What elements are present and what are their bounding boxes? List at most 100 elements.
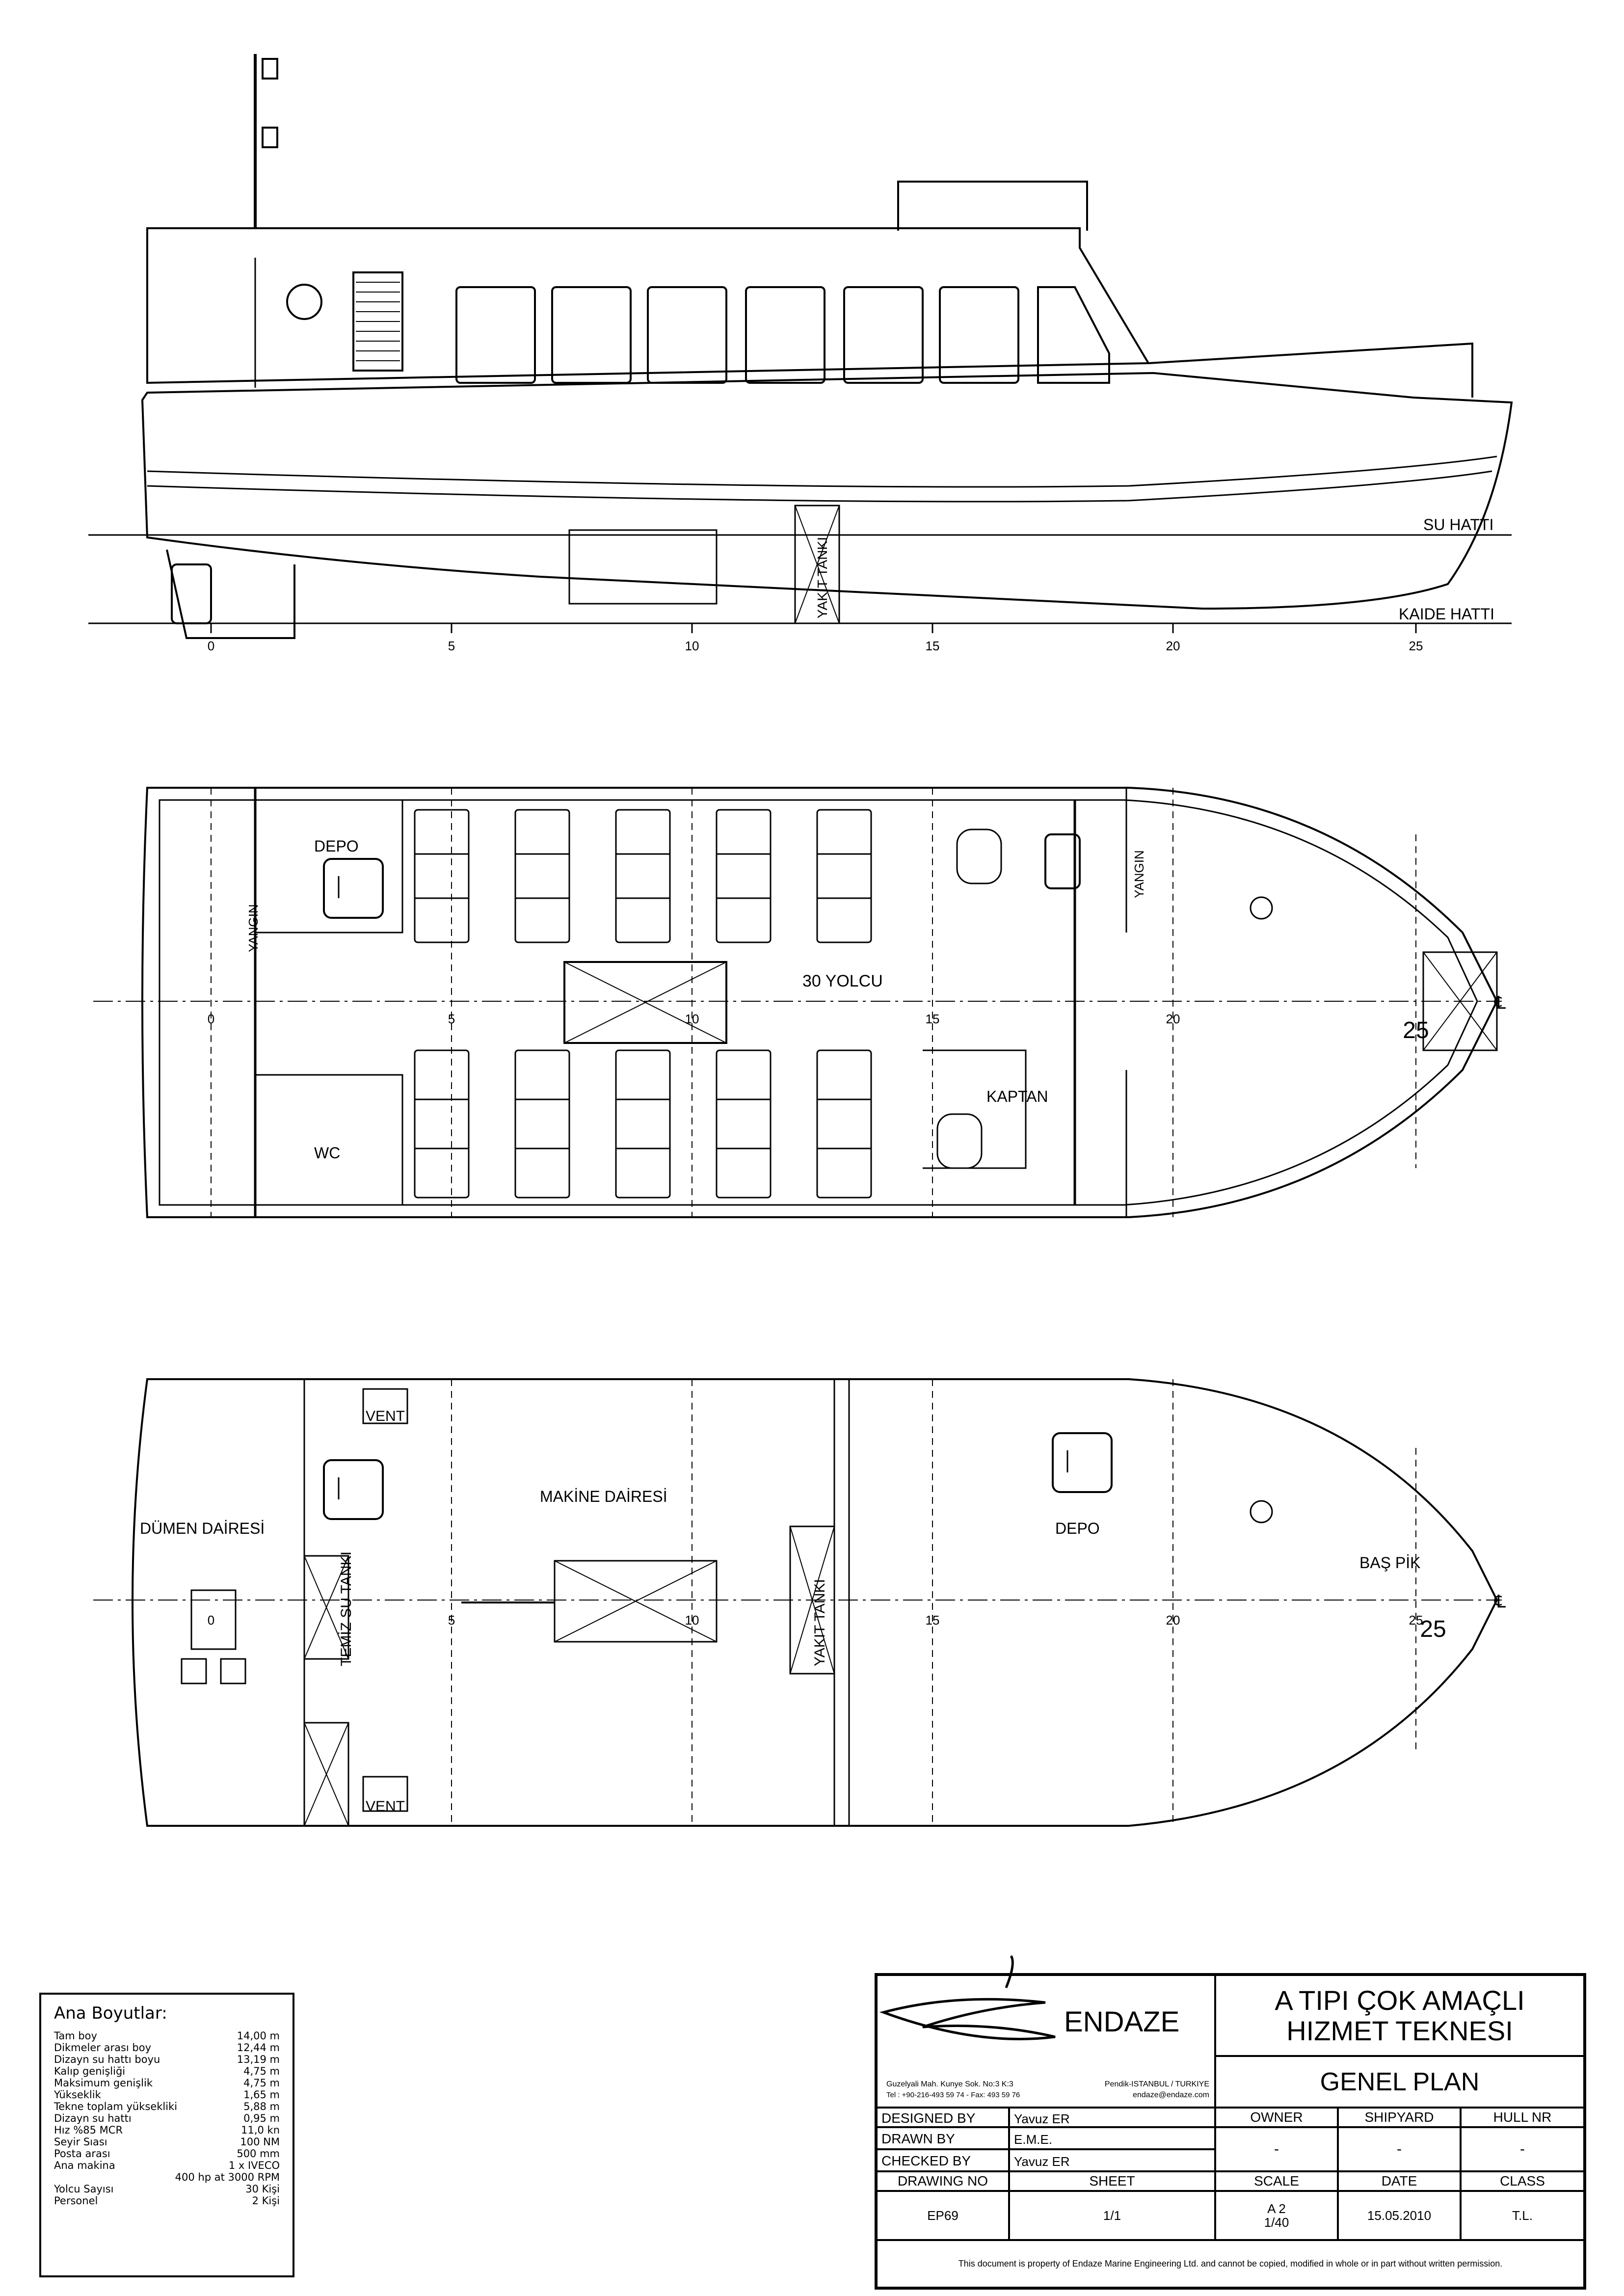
dimension-row: Dikmeler arası boy 12,44 m xyxy=(54,2042,280,2054)
baseline-label: KAIDE HATTI xyxy=(1399,605,1494,623)
hull-profile xyxy=(141,372,1513,610)
lower-station-20: 20 xyxy=(1166,1613,1180,1628)
deckhouse xyxy=(146,227,1150,384)
sheet-value: 1/1 xyxy=(1009,2191,1215,2240)
dimensions-title: Ana Boyutlar: xyxy=(54,2003,167,2023)
dimension-row: 400 hp at 3000 RPM xyxy=(54,2171,280,2183)
scale-line-2: 1/40 xyxy=(1264,2215,1289,2230)
main-station-20: 20 xyxy=(1166,1012,1180,1026)
dimension-value: 100 NM xyxy=(240,2136,280,2148)
main-station-10: 10 xyxy=(685,1012,699,1026)
company-phone: Tel : +90-216-493 59 74 - Fax: 493 59 76 xyxy=(886,2091,1020,2099)
dimension-key: Posta arası xyxy=(54,2148,110,2160)
company-address-2: Pendik-ISTANBUL / TURKIYE xyxy=(1104,2080,1209,2088)
dimension-value: 13,19 m xyxy=(237,2054,280,2065)
main-yangin-aft-label: YANGIN xyxy=(246,904,261,952)
dimension-key: Tekne toplam yüksekliki xyxy=(54,2101,178,2112)
hull-nr-label: HULL NR xyxy=(1461,2108,1584,2127)
dimension-row: Dizayn su hattı boyu 13,19 m xyxy=(54,2054,280,2065)
dimension-value: 2 Kişi xyxy=(252,2195,280,2207)
checked-by-label: CHECKED BY xyxy=(877,2149,1009,2171)
lower-deck-outline xyxy=(132,1378,1498,1827)
date-label: DATE xyxy=(1338,2171,1461,2191)
dimension-row: Dizayn su hattı 0,95 m xyxy=(54,2112,280,2124)
drawing-no-label: DRAWING NO xyxy=(877,2171,1009,2191)
profile-fuel-tank-label: YAKIT TANKI xyxy=(815,537,830,618)
dimension-value: 500 mm xyxy=(237,2148,280,2160)
dimension-key: Seyir Sıası xyxy=(54,2136,107,2148)
profile-station-20: 20 xyxy=(1166,639,1180,653)
drawing-title-cell: A TIPI ÇOK AMAÇLI HIZMET TEKNESI xyxy=(1215,1975,1584,2056)
company-cell: ENDAZE Guzelyali Mah. Kunye Sok. No:3 K:… xyxy=(877,1975,1215,2108)
dimension-key: Maksimum genişlik xyxy=(54,2077,153,2089)
profile-view xyxy=(88,54,1513,639)
main-bow-station: 25 xyxy=(1403,1017,1429,1043)
main-station-15: 15 xyxy=(926,1012,940,1026)
dimension-row: Posta arası 500 mm xyxy=(54,2148,280,2160)
owner-value: - xyxy=(1215,2127,1338,2171)
profile-station-labels: 0 5 10 15 20 25 xyxy=(208,639,1423,653)
main-deck-outline xyxy=(141,787,1498,1218)
dimension-row: Ana makina 1 x IVECO xyxy=(54,2160,280,2171)
hull-nr-value: - xyxy=(1461,2127,1584,2171)
lower-station-5: 5 xyxy=(448,1613,455,1628)
main-wc-label: WC xyxy=(314,1144,340,1162)
endaze-logo xyxy=(879,1955,1056,2040)
main-station-0: 0 xyxy=(208,1012,214,1026)
dimension-key: Dizayn su hattı xyxy=(54,2112,132,2124)
main-yangin-fwd-label: YANGIN xyxy=(1132,850,1146,898)
class-value: T.L. xyxy=(1461,2191,1584,2240)
owner-label: OWNER xyxy=(1215,2108,1338,2127)
lower-bow-station: 25 xyxy=(1420,1616,1446,1642)
main-deck-plan xyxy=(93,787,1502,1218)
waterline-label: SU HATTI xyxy=(1423,516,1493,534)
kaptan-label: KAPTAN xyxy=(986,1088,1048,1105)
dimension-value: 12,44 m xyxy=(237,2042,280,2054)
title-line-2: HIZMET TEKNESI xyxy=(1286,2015,1513,2046)
dimension-value: 4,75 m xyxy=(243,2065,280,2077)
sheet-label: SHEET xyxy=(1009,2171,1215,2191)
dimension-value: 1,65 m xyxy=(243,2089,280,2101)
title-block: ENDAZE Guzelyali Mah. Kunye Sok. No:3 K:… xyxy=(875,1973,1586,2290)
checked-by-value: Yavuz ER xyxy=(1009,2149,1215,2171)
dumen-label: DÜMEN DAİRESİ xyxy=(140,1520,265,1537)
scale-line-1: A 2 xyxy=(1267,2201,1286,2216)
makine-label: MAKİNE DAİRESİ xyxy=(540,1488,667,1505)
dimension-key: Ana makina xyxy=(54,2160,115,2171)
dimension-value: 11,0 kn xyxy=(241,2124,280,2136)
dimension-value: 0,95 m xyxy=(243,2112,280,2124)
drawing-subtitle: GENEL PLAN xyxy=(1215,2056,1584,2108)
lower-station-10: 10 xyxy=(685,1613,699,1628)
drawn-by-label: DRAWN BY xyxy=(877,2127,1009,2149)
dimension-row: Tam boy 14,00 m xyxy=(54,2030,280,2042)
date-value: 15.05.2010 xyxy=(1338,2191,1461,2240)
passengers-label: 30 YOLCU xyxy=(802,972,883,990)
dimension-value: 400 hp at 3000 RPM xyxy=(175,2171,280,2183)
scale-value: A 2 1/40 xyxy=(1215,2191,1338,2240)
lower-station-15: 15 xyxy=(926,1613,940,1628)
company-email: endaze@endaze.com xyxy=(1133,2091,1209,2099)
profile-station-10: 10 xyxy=(685,639,699,653)
dimension-key: Dikmeler arası boy xyxy=(54,2042,152,2054)
main-station-5: 5 xyxy=(448,1012,455,1026)
profile-station-5: 5 xyxy=(448,639,455,653)
dimension-value: 14,00 m xyxy=(237,2030,280,2042)
dimension-row: Seyir Sıası 100 NM xyxy=(54,2136,280,2148)
dimension-key: Yolcu Sayısı xyxy=(54,2183,114,2195)
dimension-key: Kalıp genişliği xyxy=(54,2065,126,2077)
profile-station-15: 15 xyxy=(926,639,940,653)
class-label: CLASS xyxy=(1461,2171,1584,2191)
dimension-value: 1 x IVECO xyxy=(228,2160,280,2171)
lower-station-labels: 0 5 10 15 20 25 xyxy=(208,1613,1423,1628)
drawn-by-value: E.M.E. xyxy=(1009,2127,1215,2149)
dimension-key: Dizayn su hattı boyu xyxy=(54,2054,160,2065)
designed-by-value: Yavuz ER xyxy=(1009,2108,1215,2127)
dimension-key: Tam boy xyxy=(54,2030,97,2042)
vent-bottom-label: VENT xyxy=(366,1798,405,1815)
